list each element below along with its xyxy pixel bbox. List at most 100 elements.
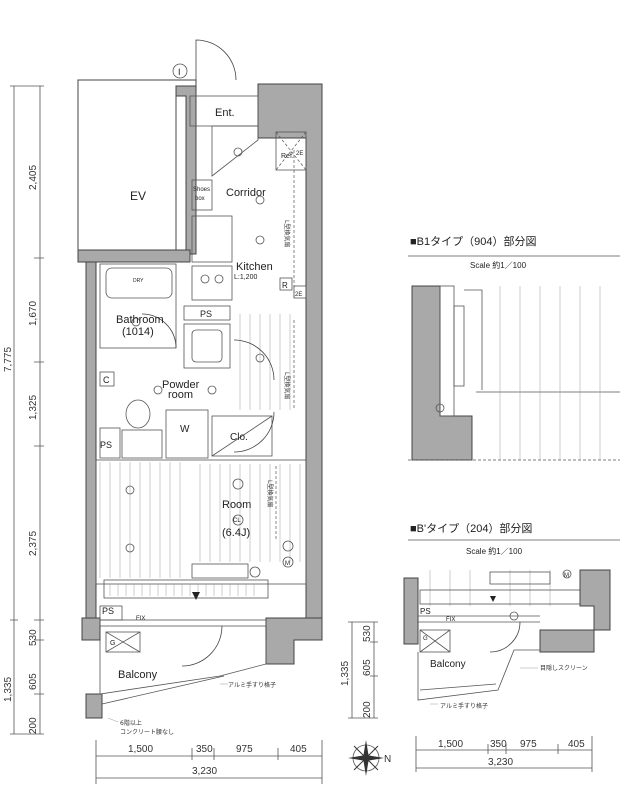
dim-left-2375: 2,375 <box>28 531 39 556</box>
label-wash: W <box>180 424 190 435</box>
label-ev: EV <box>130 189 146 203</box>
label-r: R <box>282 281 288 290</box>
wall-left-ev <box>77 249 191 263</box>
label-ps-top: PS <box>200 309 212 319</box>
bathtub <box>105 267 173 299</box>
dims-left: 2,405 1,670 1,325 2,375 530 605 200 7,77… <box>3 85 44 735</box>
label-g: G <box>110 640 115 647</box>
room-outline <box>95 459 307 585</box>
ps-box-top <box>183 305 231 321</box>
room-flooring <box>99 314 301 578</box>
inset-bp-railing: アルミ手すり格子 <box>440 702 488 710</box>
compass-label: N <box>384 754 391 765</box>
inset-bp-ps: PS <box>420 607 431 616</box>
r-box <box>279 277 293 291</box>
shoes-box <box>191 179 213 211</box>
inset-bp-dims-bottom: 1,500 350 975 405 3,230 <box>415 736 593 772</box>
label-room-powder: room <box>168 389 193 401</box>
label-powder: Powder <box>162 379 200 391</box>
inset-bprime: ■B'タイプ（204）部分図 Scale 約1／100 Balcony FIX … <box>340 521 620 772</box>
toilet <box>125 399 151 429</box>
note-duct-1: L型換気扇 <box>283 220 291 247</box>
inset-bp-fix: FIX <box>446 617 455 623</box>
entrance-step <box>211 125 259 177</box>
fixtures <box>125 147 294 578</box>
inset-b1-scale: Scale 約1／100 <box>470 260 527 270</box>
dim-left-1670: 1,670 <box>28 301 39 326</box>
balcony-post <box>85 693 103 719</box>
wall-bottom-right <box>265 617 323 665</box>
dim-bottom-975: 975 <box>236 744 253 755</box>
inset-bp-screen: 目隠しスクリーン <box>540 664 588 672</box>
label-closet: Clo. <box>230 432 248 443</box>
inset-dim-1335: 1,335 <box>340 661 351 686</box>
inset-bp-scale: Scale 約1／100 <box>466 546 523 556</box>
inset-bp-m: M <box>564 573 569 579</box>
washer <box>183 323 231 369</box>
inset-bp-balcony: Balcony <box>430 659 466 670</box>
note-concrete-1: 6階以上 <box>120 719 142 727</box>
wall-top-left <box>175 85 197 255</box>
label-2e: 2E <box>295 292 302 298</box>
balcony-outline <box>99 640 267 695</box>
inset-bp-dims-left: 530 605 200 1,335 <box>340 621 378 719</box>
label-ps-bottom: PS <box>102 606 114 616</box>
note-concrete-2: コンクリート腰なし <box>120 729 174 736</box>
sink <box>191 215 233 263</box>
label-room: Room <box>222 499 251 511</box>
tv-board <box>191 563 249 579</box>
label-ps-left: PS <box>100 440 112 450</box>
compass-icon: N <box>348 740 391 776</box>
entrance-mark-label: I <box>178 67 181 77</box>
label-kitchen-size: L:1,200 <box>234 274 257 281</box>
dim-bottom-350: 350 <box>196 744 213 755</box>
label-m: M <box>285 561 290 567</box>
label-box: box <box>195 196 205 202</box>
window-frame <box>103 579 269 599</box>
label-balcony: Balcony <box>118 669 158 681</box>
2e-box <box>293 285 307 299</box>
inset-dim-405: 405 <box>568 739 585 750</box>
note-duct-2: L型換気扇 <box>283 372 291 399</box>
label-c: C <box>103 375 110 385</box>
stove <box>191 265 233 301</box>
balcony-g-box <box>105 631 141 653</box>
inset-dim-975: 975 <box>520 739 537 750</box>
note-duct-3: L型換気扇 <box>266 480 274 507</box>
dim-left-605: 605 <box>28 673 39 690</box>
dim-left-530: 530 <box>28 629 39 646</box>
entrance-mark <box>172 63 188 79</box>
fridge-space <box>275 131 307 171</box>
inset-dim-200: 200 <box>362 701 373 718</box>
inset-dim-605: 605 <box>362 659 373 676</box>
vanity <box>121 429 163 459</box>
label-shoes: Shoes <box>193 187 210 193</box>
dim-left-1325: 1,325 <box>28 395 39 420</box>
label-ent: Ent. <box>215 107 235 119</box>
wash-area <box>165 409 209 459</box>
label-bathroom: Bathroom <box>116 314 164 326</box>
ev-wall <box>77 79 197 259</box>
dim-left-2405: 2,405 <box>28 165 39 190</box>
inset-bp-g: G <box>423 636 428 642</box>
dim-left-total: 7,775 <box>3 347 14 372</box>
inset-dim-1500: 1,500 <box>438 739 463 750</box>
dim-left-1335: 1,335 <box>3 677 14 702</box>
bathroom-box <box>99 263 177 349</box>
main-plan: Ent. EV Corridor Shoes box Kitchen L:1,2… <box>3 39 391 784</box>
inset-b1: ■B1タイプ（904）部分図 Scale 約1／100 <box>408 234 620 461</box>
c-box <box>99 371 115 387</box>
wall-left <box>85 261 97 621</box>
dims-bottom: 1,500 350 975 405 3,230 <box>95 740 323 784</box>
dim-bottom-total: 3,230 <box>192 766 217 777</box>
closet-box <box>211 415 273 457</box>
label-ref: Ref. <box>281 153 294 160</box>
label-kitchen: Kitchen <box>236 261 273 273</box>
dim-bottom-405: 405 <box>290 744 307 755</box>
ps-box-left <box>99 427 121 459</box>
dim-bottom-1500: 1,500 <box>128 744 153 755</box>
inset-bp-title: ■B'タイプ（204）部分図 <box>410 521 532 535</box>
inset-b1-title: ■B1タイプ（904）部分図 <box>410 234 536 248</box>
inset-b1-wall <box>411 285 473 461</box>
